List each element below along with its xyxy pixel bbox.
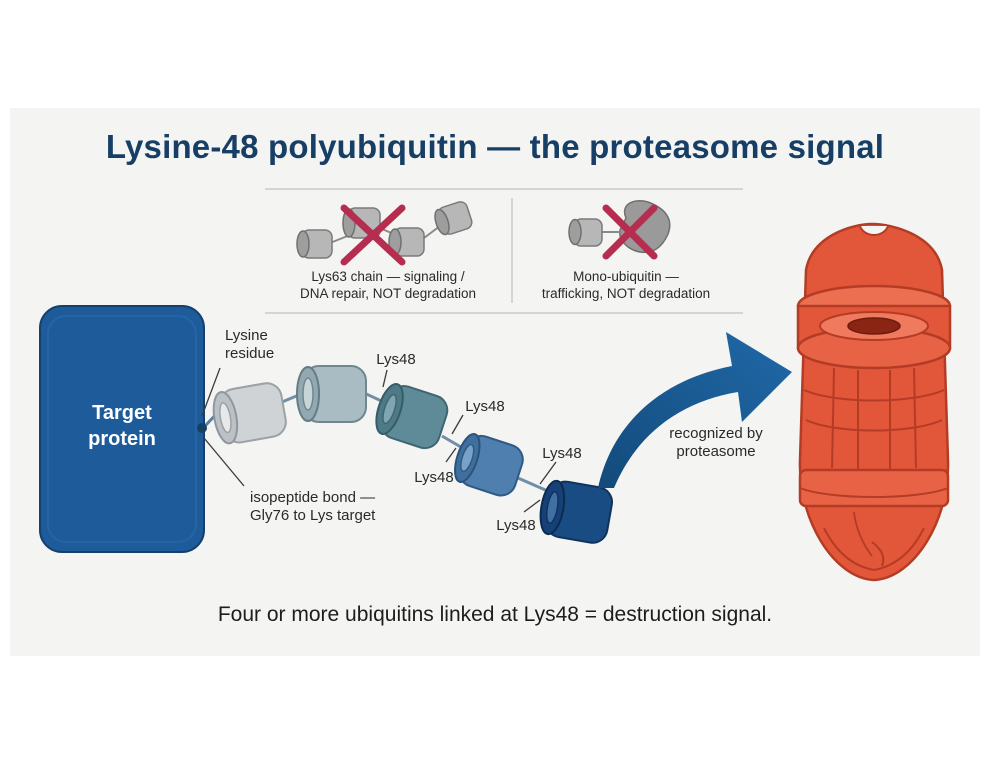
isopeptide-bond-label-line2: Gly76 to Lys target xyxy=(250,507,376,524)
lys48-leader-4 xyxy=(539,461,557,485)
proteasome-icon xyxy=(796,222,952,582)
mono-ubiquitin-caption-line1: Mono-ubiquitin — xyxy=(573,269,679,284)
mono-ubiquitin-icon xyxy=(568,200,671,254)
lys48-label-4: Lys48 xyxy=(542,445,581,462)
lys48-label-5: Lys48 xyxy=(496,517,535,534)
target-protein-label-line1: Target xyxy=(92,402,152,424)
bond-leader-line xyxy=(203,437,245,487)
isopeptide-bond-label-line1: isopeptide bond — xyxy=(250,489,375,506)
lysine-residue-label-line2: residue xyxy=(225,345,274,362)
ubiquitin-3 xyxy=(375,383,449,450)
mono-ubiquitin-cross-icon xyxy=(602,204,658,260)
lys48-leader-1 xyxy=(382,369,388,388)
lysine-residue-dot xyxy=(197,423,207,433)
lys48-label-2: Lys48 xyxy=(465,398,504,415)
lys48-leader-3 xyxy=(445,447,457,463)
ubiquitin-1 xyxy=(212,382,287,445)
lys48-leader-2 xyxy=(451,414,464,435)
mono-ubiquitin-caption-line2: trafficking, NOT degradation xyxy=(542,286,710,301)
lys48-leader-5 xyxy=(523,499,541,513)
target-protein-label-line2: protein xyxy=(88,428,156,450)
lysine-residue-label-line1: Lysine xyxy=(225,327,268,344)
ubiquitin-2 xyxy=(296,365,367,423)
ubiquitin-4 xyxy=(454,432,524,497)
diagram-title: Lysine-48 polyubiquitin — the proteasome… xyxy=(105,128,885,165)
lys63-cross-icon xyxy=(340,204,406,266)
lysine-leader-line xyxy=(201,367,221,417)
recognized-label-line2: proteasome xyxy=(676,443,755,460)
recognized-label-line1: recognized by xyxy=(669,425,763,442)
lys48-label-3: Lys48 xyxy=(414,469,453,486)
lys63-caption-line1: Lys63 chain — signaling / xyxy=(311,269,465,284)
lys63-caption-line2: DNA repair, NOT degradation xyxy=(300,286,476,301)
ubiquitin-5 xyxy=(539,479,613,544)
diagram-caption: Four or more ubiquitins linked at Lys48 … xyxy=(217,603,773,626)
lys48-label-1: Lys48 xyxy=(376,351,415,368)
recognition-arrow-icon xyxy=(598,332,792,488)
